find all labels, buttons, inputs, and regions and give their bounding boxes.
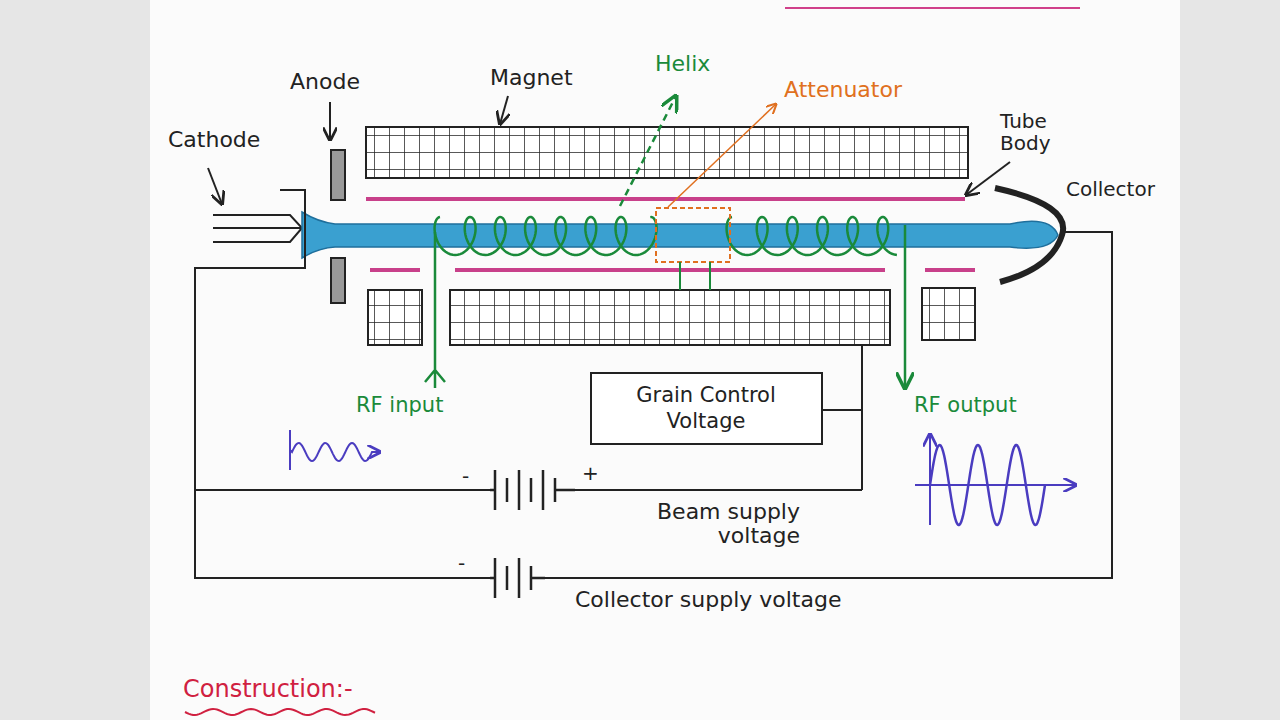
part-name: Cathode [168, 128, 260, 152]
signal-name: RF output [914, 394, 1017, 417]
leader-line [329, 102, 331, 140]
supply-name: Beam supply voltage [610, 500, 800, 548]
part-name: Attenuator [784, 78, 902, 102]
part-name: Tube Body [1000, 110, 1090, 154]
polarity-sign: - [458, 552, 465, 574]
section-heading: Construction:- [183, 676, 353, 702]
polarity-sign: + [582, 462, 599, 484]
leader-line [668, 104, 776, 207]
collector-supply-wire [545, 232, 1112, 578]
box-text: Grain Control Voltage [604, 382, 809, 435]
leader-line [208, 168, 222, 204]
polarity-sign: - [462, 465, 469, 487]
underline [185, 709, 375, 715]
control-box: Grain Control Voltage [590, 372, 823, 445]
heading-underline [785, 7, 1080, 9]
battery-symbol [490, 558, 545, 598]
electron-beam [302, 212, 1058, 258]
leader-line [500, 96, 508, 124]
axis [915, 484, 1076, 486]
beam-supply-wire [575, 345, 862, 490]
battery-symbol [490, 470, 575, 510]
part-name: Magnet [490, 66, 573, 90]
attenuator-leads [680, 262, 710, 290]
output-waveform [930, 445, 1045, 525]
paper [150, 0, 1180, 720]
leader-line [620, 96, 676, 206]
part-name: Anode [290, 70, 360, 94]
input-waveform [290, 430, 380, 470]
part-name: Collector [1066, 178, 1155, 200]
attenuator [656, 208, 730, 262]
anode-plate [331, 150, 345, 200]
collector [995, 188, 1063, 282]
cathode [213, 215, 302, 242]
rf-output-arrow [904, 225, 907, 388]
helix [435, 217, 897, 255]
magnet-bottom-right [922, 288, 975, 340]
magnet-top [366, 127, 968, 178]
signal-name: RF input [356, 394, 443, 417]
cathode-wire [195, 190, 490, 578]
part-name: Helix [655, 52, 710, 76]
supply-name: Collector supply voltage [575, 588, 841, 612]
magnet-bottom [450, 290, 890, 345]
leader-line [966, 162, 1010, 195]
magnet-bottom-left [368, 290, 422, 345]
anode-plate [331, 258, 345, 303]
rf-input-arrow [425, 232, 445, 388]
